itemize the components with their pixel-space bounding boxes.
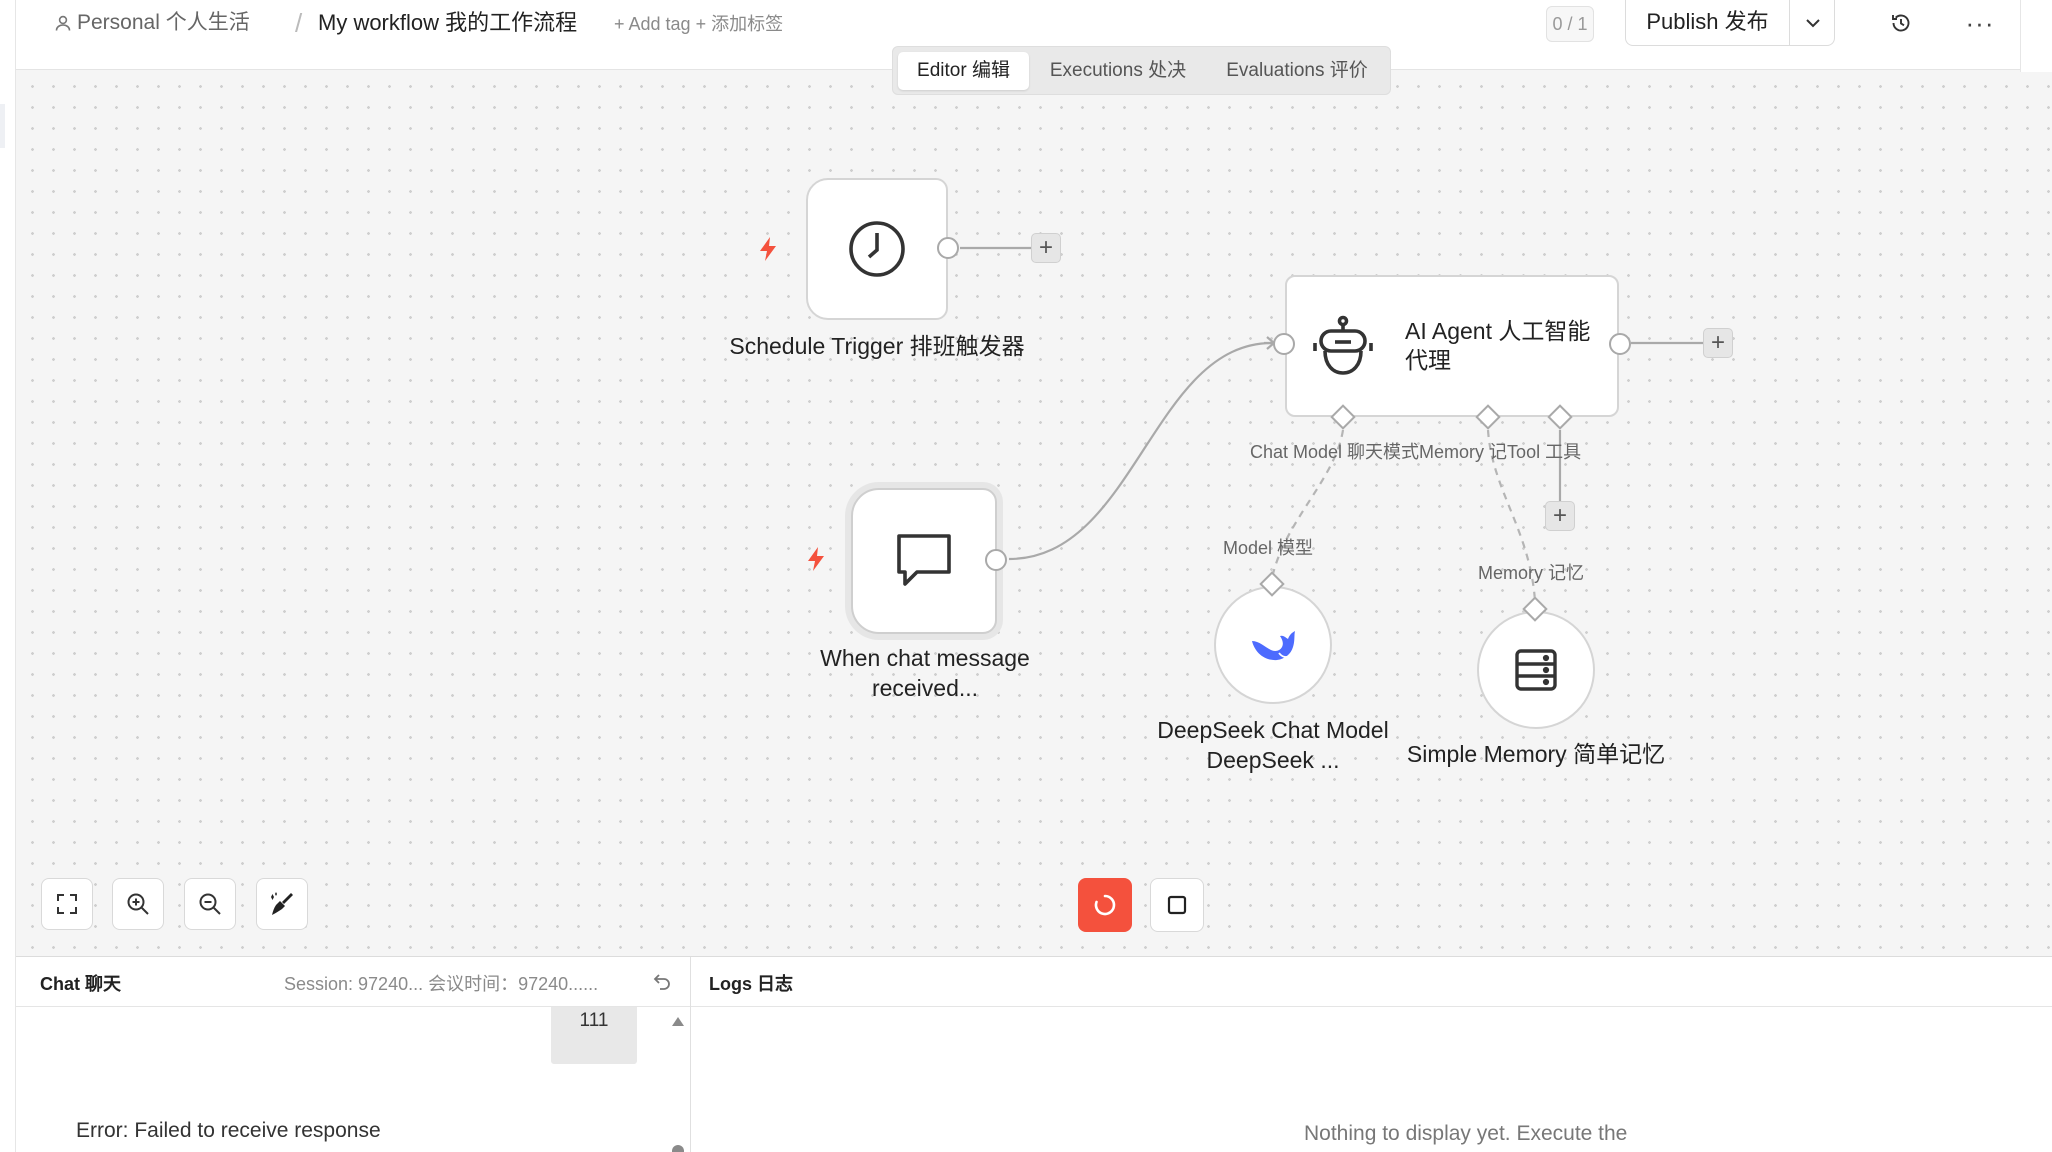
zoom-in-icon xyxy=(127,893,149,915)
simple-memory-node[interactable] xyxy=(1477,611,1595,729)
database-icon xyxy=(1515,649,1557,691)
publish-group: Publish 发布 xyxy=(1625,0,1835,46)
version-counter: 0 / 1 xyxy=(1546,6,1594,42)
broom-icon xyxy=(271,892,293,915)
logs-panel-header: Logs 日志 xyxy=(691,957,2052,1007)
history-icon xyxy=(1892,14,1910,32)
reset-session-icon[interactable] xyxy=(652,971,672,991)
sidebar-toggle[interactable] xyxy=(0,104,5,148)
bottom-panel: Chat 聊天 Session: 97240... 会议时间：97240....… xyxy=(16,956,2052,1152)
model-connection-label: Model 模型 xyxy=(1223,538,1314,558)
schedule-trigger-label: Schedule Trigger 排班触发器 xyxy=(729,333,1025,359)
logs-empty-message: Nothing to display yet. Execute the xyxy=(1304,1122,1628,1145)
publish-options-button[interactable] xyxy=(1790,0,1836,45)
tool-add-node-button[interactable]: + xyxy=(1545,501,1575,531)
zoom-out-icon xyxy=(199,893,221,915)
tab-executions[interactable]: Executions 处决 xyxy=(1049,60,1187,81)
history-button[interactable] xyxy=(1884,8,1918,38)
fullscreen-icon xyxy=(57,894,77,914)
chat-panel-title: Chat 聊天 xyxy=(40,974,121,994)
workflow-name[interactable]: My workflow 我的工作流程 xyxy=(318,10,578,35)
schedule-add-node-button[interactable]: + xyxy=(1031,233,1061,263)
ai-agent-node[interactable]: AI Agent 人工智能代理 xyxy=(1285,275,1619,417)
agent-add-node-button[interactable]: + xyxy=(1703,328,1733,358)
tab-editor[interactable]: Editor 编辑 xyxy=(898,52,1029,90)
chat-trigger-label: When chat message received... xyxy=(820,645,1030,701)
tab-evaluations[interactable]: Evaluations 评价 xyxy=(1226,60,1368,81)
scroll-down-arrow[interactable] xyxy=(672,1145,684,1152)
user-icon xyxy=(55,15,71,31)
add-tag-button[interactable]: + Add tag + 添加标签 xyxy=(614,14,784,34)
agent-inputs-label: Chat Model 聊天模式Memory 记Tool 工具 xyxy=(1250,442,1582,462)
trigger-bolt-icon xyxy=(760,237,776,261)
logs-panel-title: Logs 日志 xyxy=(709,974,793,994)
clock-icon xyxy=(849,221,905,277)
chat-error-message: Error: Failed to receive response xyxy=(76,1119,381,1142)
more-options-button[interactable]: ··· xyxy=(1965,7,1995,38)
agent-input-port[interactable] xyxy=(1273,333,1295,355)
trigger-bolt-icon xyxy=(808,547,824,571)
fit-view-button[interactable] xyxy=(41,878,93,930)
agent-output-port[interactable] xyxy=(1609,333,1631,355)
ai-agent-label: AI Agent 人工智能代理 xyxy=(1405,318,1591,373)
chat-session-id[interactable]: Session: 97240... 会议时间：97240...... xyxy=(284,974,599,994)
stop-square-icon xyxy=(1167,895,1187,915)
schedule-output-port[interactable] xyxy=(937,237,959,259)
spinner-icon xyxy=(1094,894,1116,916)
chat-panel-header: Chat 聊天 Session: 97240... 会议时间：97240....… xyxy=(16,957,690,1007)
simple-memory-label: Simple Memory 简单记忆 xyxy=(1406,741,1666,767)
deepseek-label: DeepSeek Chat Model DeepSeek ... xyxy=(1157,717,1389,773)
stop-execution-button[interactable] xyxy=(1150,878,1204,932)
chat-bubble-icon xyxy=(897,534,951,586)
robot-icon xyxy=(1313,315,1373,375)
memory-connection-label: Memory 记忆 xyxy=(1478,563,1585,583)
tidy-up-button[interactable] xyxy=(256,878,308,930)
left-sidebar-edge xyxy=(0,0,16,1152)
zoom-in-button[interactable] xyxy=(112,878,164,930)
schedule-trigger-node[interactable] xyxy=(806,178,948,320)
panel-divider[interactable] xyxy=(690,957,691,1152)
workflow-canvas[interactable] xyxy=(16,70,2052,956)
deepseek-chat-model-node[interactable] xyxy=(1214,586,1332,704)
execute-workflow-button[interactable] xyxy=(1078,878,1132,932)
right-edge xyxy=(2020,0,2052,72)
chevron-down-icon xyxy=(1806,18,1820,27)
publish-divider xyxy=(1789,0,1790,45)
breadcrumb-separator: / xyxy=(295,8,303,38)
scroll-up-arrow[interactable] xyxy=(672,1017,684,1026)
chat-output-port[interactable] xyxy=(985,549,1007,571)
deepseek-whale-icon xyxy=(1252,631,1295,661)
publish-button[interactable]: Publish 发布 xyxy=(1646,9,1769,34)
chat-trigger-node[interactable] xyxy=(851,488,997,634)
zoom-out-button[interactable] xyxy=(184,878,236,930)
view-tabs: Editor 编辑 Executions 处决 Evaluations 评价 xyxy=(892,46,1391,95)
user-message-bubble: 111 xyxy=(551,1007,637,1064)
breadcrumb-personal[interactable]: Personal 个人生活 xyxy=(77,11,250,34)
